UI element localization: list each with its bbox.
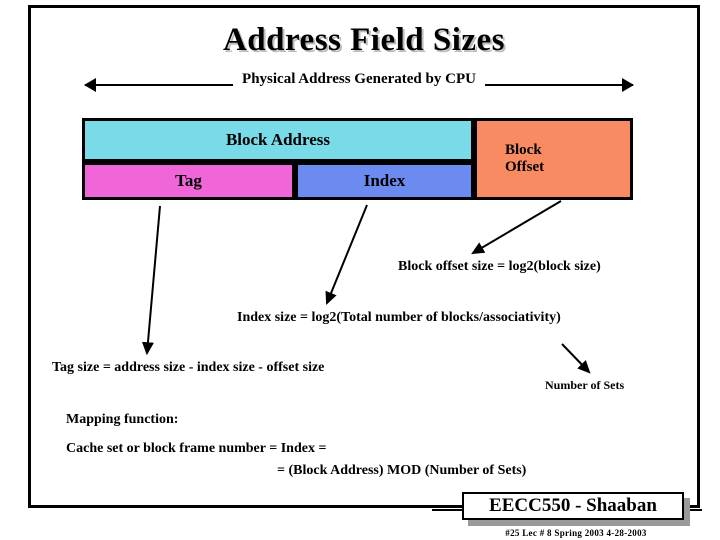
footer-course-label: EECC550 - Shaaban: [462, 492, 684, 520]
footer-tail-line: [688, 509, 702, 511]
note-index-size: Index size = log2(Total number of blocks…: [237, 310, 561, 325]
note-block-offset-size: Block offset size = log2(block size): [398, 259, 601, 274]
arrow-left-icon: [84, 78, 96, 92]
field-block-offset-label-line1: Block: [505, 142, 542, 159]
page-title: Address Field Sizes: [222, 22, 506, 58]
field-index: Index: [295, 162, 474, 200]
field-tag-label: Tag: [175, 171, 202, 191]
note-number-of-sets: Number of Sets: [545, 378, 625, 392]
span-label: Physical Address Generated by CPU: [233, 71, 485, 88]
field-block-address-label: Block Address: [225, 130, 331, 150]
footer-details: #25 Lec # 8 Spring 2003 4-28-2003: [505, 528, 647, 538]
footer-badge: EECC550 - Shaaban #25 Lec # 8 Spring 200…: [432, 492, 702, 538]
note-mapping-heading: Mapping function:: [66, 412, 179, 427]
field-index-label: Index: [363, 171, 406, 191]
field-block-offset: Block Offset: [474, 118, 633, 200]
footer-lead-line: [432, 509, 466, 511]
note-mapping-line2: = (Block Address) MOD (Number of Sets): [277, 463, 527, 478]
field-block-offset-label-line2: Offset: [505, 159, 545, 175]
field-block-address: Block Address: [82, 118, 474, 162]
note-tag-size: Tag size = address size - index size - o…: [52, 360, 325, 375]
arrow-right-icon: [622, 78, 634, 92]
note-mapping-line1: Cache set or block frame number = Index …: [66, 441, 327, 456]
field-tag: Tag: [82, 162, 295, 200]
physical-address-span: Physical Address Generated by CPU: [84, 71, 634, 96]
